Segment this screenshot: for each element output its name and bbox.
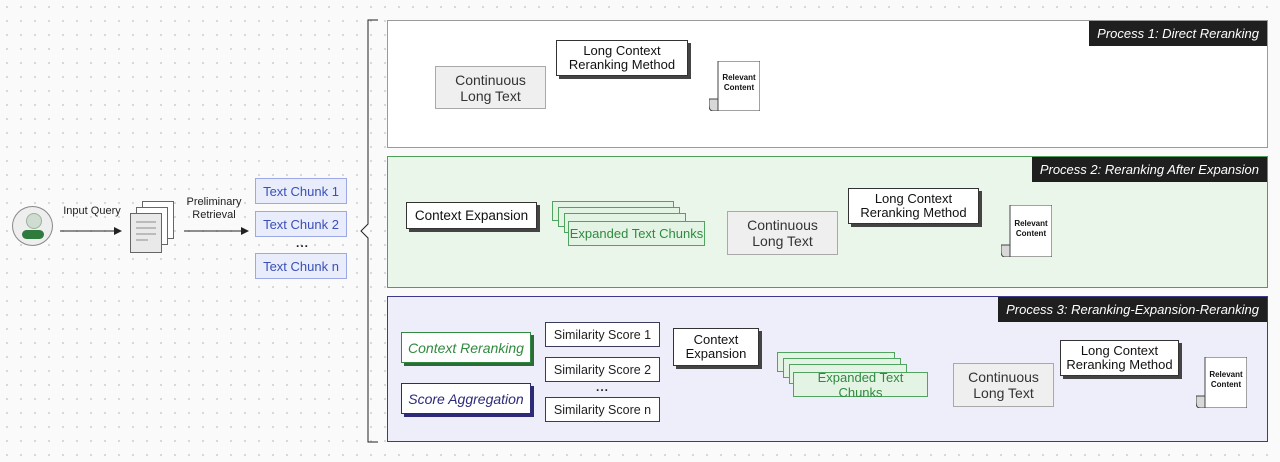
p1-relevant-content-label: Relevant Content xyxy=(722,73,756,92)
p3-reranking-method: Long Context Reranking Method xyxy=(1060,340,1179,376)
text-chunk-n: Text Chunk n xyxy=(255,253,347,279)
text-chunk-1: Text Chunk 1 xyxy=(255,178,347,204)
user-icon xyxy=(13,207,52,245)
chunk-ellipsis: ... xyxy=(296,236,310,250)
p1-continuous-long-text: Continuous Long Text xyxy=(435,66,546,109)
p2-expanded-text-chunks: Expanded Text Chunks xyxy=(568,221,705,246)
input-query-label: Input Query xyxy=(63,205,121,217)
text-chunk-2: Text Chunk 2 xyxy=(255,211,347,237)
process-1-tag: Process 1: Direct Reranking xyxy=(1089,21,1267,46)
p3-relevant-content-label: Relevant Content xyxy=(1209,370,1243,389)
p3-score-aggregation: Score Aggregation xyxy=(401,383,531,414)
p3-similarity-score-2: Similarity Score 2 xyxy=(545,357,660,382)
process-2-tag: Process 2: Reranking After Expansion xyxy=(1031,157,1267,182)
p2-reranking-method: Long Context Reranking Method xyxy=(848,188,979,224)
p3-relevant-content-doc: Relevant Content xyxy=(1196,357,1247,408)
p3-context-expansion: Context Expansion xyxy=(673,328,759,366)
p2-context-expansion: Context Expansion xyxy=(406,202,537,229)
p1-reranking-method: Long Context Reranking Method xyxy=(556,40,688,76)
p2-relevant-content-doc: Relevant Content xyxy=(1001,205,1052,257)
process-3-tag: Process 3: Reranking-Expansion-Reranking xyxy=(998,297,1267,322)
p2-relevant-content-label: Relevant Content xyxy=(1014,219,1048,238)
main-brace xyxy=(360,19,378,443)
p3-expanded-text-chunks: Expanded Text Chunks xyxy=(793,370,928,400)
p3-continuous-long-text: Continuous Long Text xyxy=(953,363,1054,407)
p3-context-reranking: Context Reranking xyxy=(401,332,531,363)
preliminary-retrieval-label: Preliminary Retrieval xyxy=(186,196,242,221)
p2-continuous-long-text: Continuous Long Text xyxy=(727,211,838,255)
documents-stack-icon xyxy=(130,201,176,253)
p3-similarity-score-n: Similarity Score n xyxy=(545,397,660,422)
p3-score-ellipsis: ... xyxy=(596,380,610,394)
p3-similarity-score-1: Similarity Score 1 xyxy=(545,322,660,347)
user-avatar xyxy=(12,206,53,246)
p1-relevant-content-doc: Relevant Content xyxy=(709,61,760,111)
